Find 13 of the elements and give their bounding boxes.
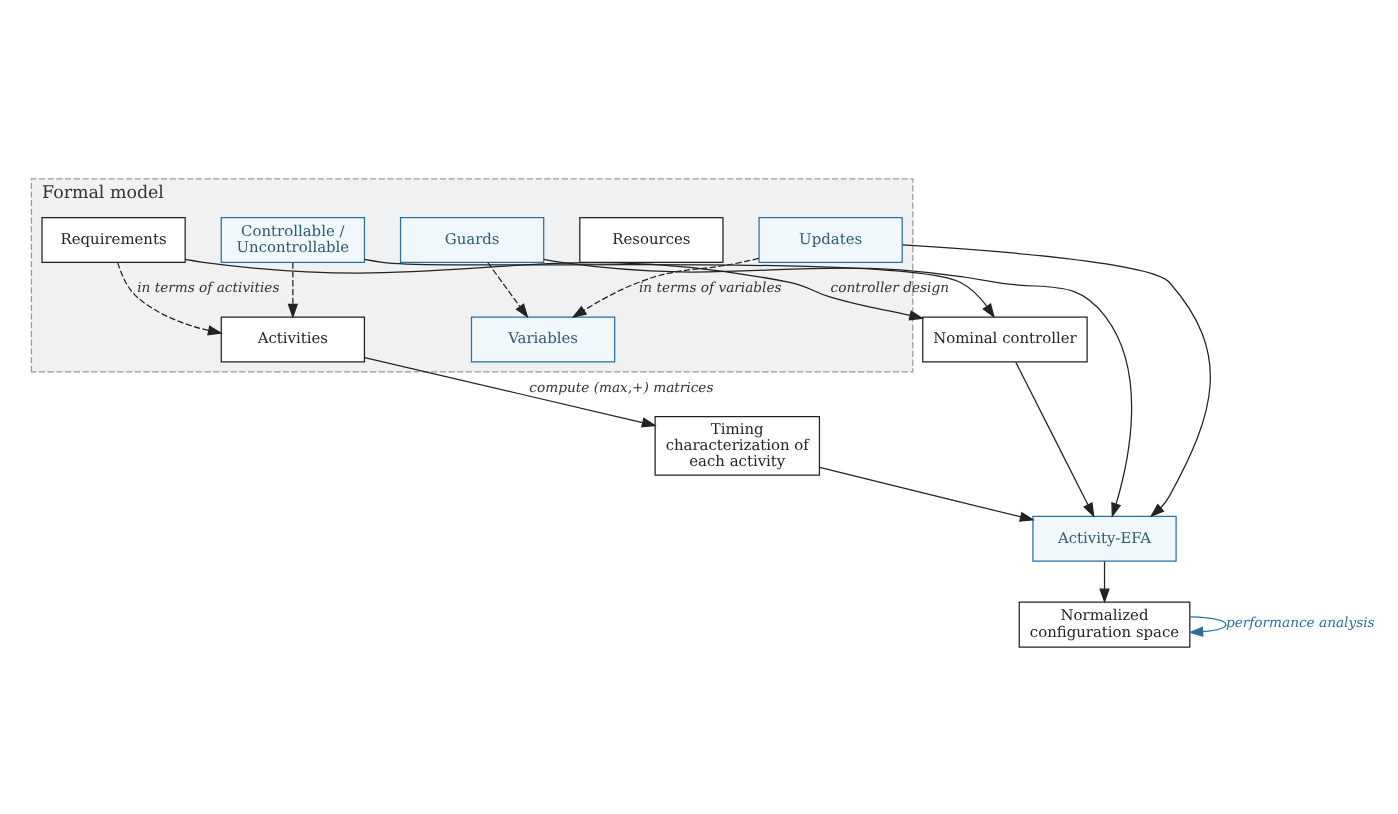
arrow	[571, 256, 760, 318]
arrow	[543, 257, 1133, 517]
arrow	[487, 261, 529, 318]
arrow	[1099, 559, 1110, 603]
arrow	[1188, 615, 1227, 636]
arrow	[363, 257, 995, 318]
arrow	[184, 257, 925, 320]
arrow	[1015, 360, 1095, 517]
arrow	[364, 355, 657, 427]
arrow	[901, 243, 1211, 517]
arrow	[819, 465, 1035, 521]
arrow	[287, 261, 299, 318]
arrow	[117, 260, 223, 335]
